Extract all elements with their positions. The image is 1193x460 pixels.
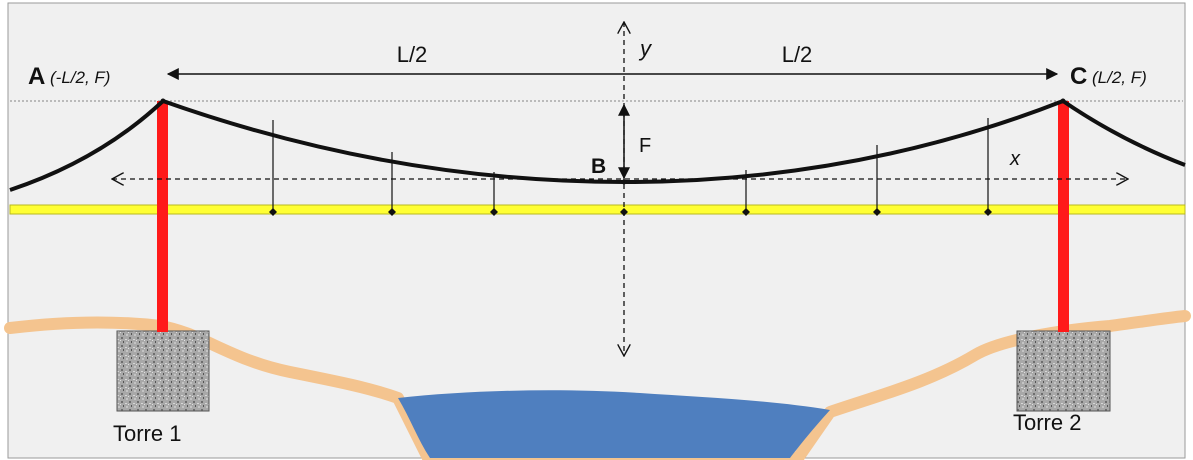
hanger-joints bbox=[269, 208, 992, 216]
bridge-deck bbox=[9, 204, 1186, 215]
half-span-right-label: L/2 bbox=[782, 42, 813, 67]
right-backstay-cable bbox=[1061, 99, 1186, 167]
tower-1-foundation bbox=[116, 330, 210, 412]
tower-1 bbox=[157, 101, 168, 332]
y-axis-label: y bbox=[638, 36, 653, 61]
point-c-marker bbox=[1060, 98, 1066, 104]
point-a-label: A bbox=[28, 63, 45, 90]
tower-1-label: Torre 1 bbox=[113, 421, 181, 446]
point-c-label: C bbox=[1070, 63, 1087, 90]
joint bbox=[269, 208, 277, 216]
point-c-coords: (L/2, F) bbox=[1092, 68, 1147, 87]
joint bbox=[742, 208, 750, 216]
tower-2-foundation bbox=[1016, 330, 1111, 412]
sag-label: F bbox=[639, 135, 651, 157]
joint bbox=[873, 208, 881, 216]
joint bbox=[490, 208, 498, 216]
point-b-marker bbox=[621, 179, 627, 185]
tower-2 bbox=[1058, 101, 1069, 332]
river-water bbox=[398, 390, 830, 458]
half-span-left-label: L/2 bbox=[397, 42, 428, 67]
point-a-marker bbox=[160, 98, 166, 104]
tower-2-label: Torre 2 bbox=[1013, 410, 1081, 435]
point-a-coords: (-L/2, F) bbox=[50, 68, 110, 87]
left-backstay-cable bbox=[9, 99, 165, 192]
point-b-label: B bbox=[591, 155, 606, 178]
joint bbox=[984, 208, 992, 216]
joint bbox=[388, 208, 396, 216]
x-axis-label: x bbox=[1009, 148, 1021, 170]
